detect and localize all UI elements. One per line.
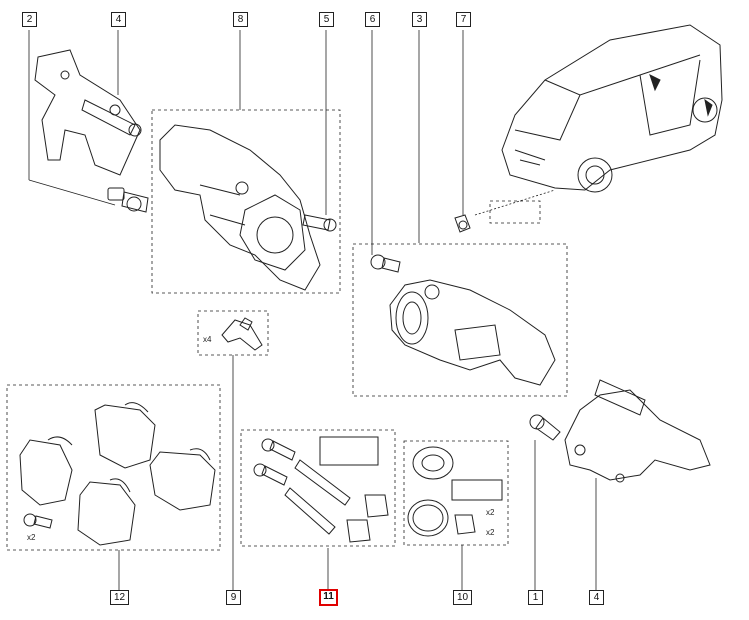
brake-pad-kit-frame-12 <box>6 384 221 551</box>
pad-clips-quantity: x4 <box>203 335 212 344</box>
guide-pin-kit-frame-11 <box>240 429 396 547</box>
pad-clips <box>221 317 263 351</box>
callout-12[interactable]: 12 <box>110 590 129 605</box>
bleed-cap-frame <box>489 200 541 224</box>
pad-bolts-quantity: x2 <box>27 533 36 542</box>
callout-11-highlighted[interactable]: 11 <box>319 589 338 606</box>
seal-kit <box>407 446 503 537</box>
callout-9[interactable]: 9 <box>226 590 241 605</box>
vehicle-drawing <box>501 24 723 193</box>
callout-4-bottom[interactable]: 4 <box>589 590 604 605</box>
caliper-frame-3 <box>352 243 568 397</box>
callout-5[interactable]: 5 <box>319 12 334 27</box>
callout-1[interactable]: 1 <box>528 590 543 605</box>
caliper-bolt-5 <box>302 214 337 232</box>
seal-kit-frame-10 <box>403 440 509 546</box>
leader-lines <box>28 30 597 590</box>
guide-bolt-1 <box>529 414 561 441</box>
carrier-bracket-top <box>34 49 142 176</box>
guide-bolt-top <box>107 187 149 213</box>
callout-2[interactable]: 2 <box>22 12 37 27</box>
callout-6[interactable]: 6 <box>365 12 380 27</box>
guide-pin-kit <box>253 436 389 543</box>
pad-clip-frame-9 <box>197 310 269 356</box>
group-frames <box>6 109 568 551</box>
bleed-screw-7 <box>454 214 471 233</box>
seal-kit-paste-quantity: x2 <box>486 508 495 517</box>
callout-10[interactable]: 10 <box>453 590 472 605</box>
caliper-body-3 <box>389 279 556 386</box>
caliper-bolt-6 <box>370 254 401 273</box>
callout-8[interactable]: 8 <box>233 12 248 27</box>
callout-4-top[interactable]: 4 <box>111 12 126 27</box>
callout-7[interactable]: 7 <box>456 12 471 27</box>
caliper-assembly-frame-8 <box>151 109 341 294</box>
callout-3[interactable]: 3 <box>412 12 427 27</box>
seal-kit-boots-quantity: x2 <box>486 528 495 537</box>
caliper-body-8 <box>159 124 321 291</box>
carrier-bracket-bottom <box>564 379 711 483</box>
brake-pads <box>19 402 216 546</box>
